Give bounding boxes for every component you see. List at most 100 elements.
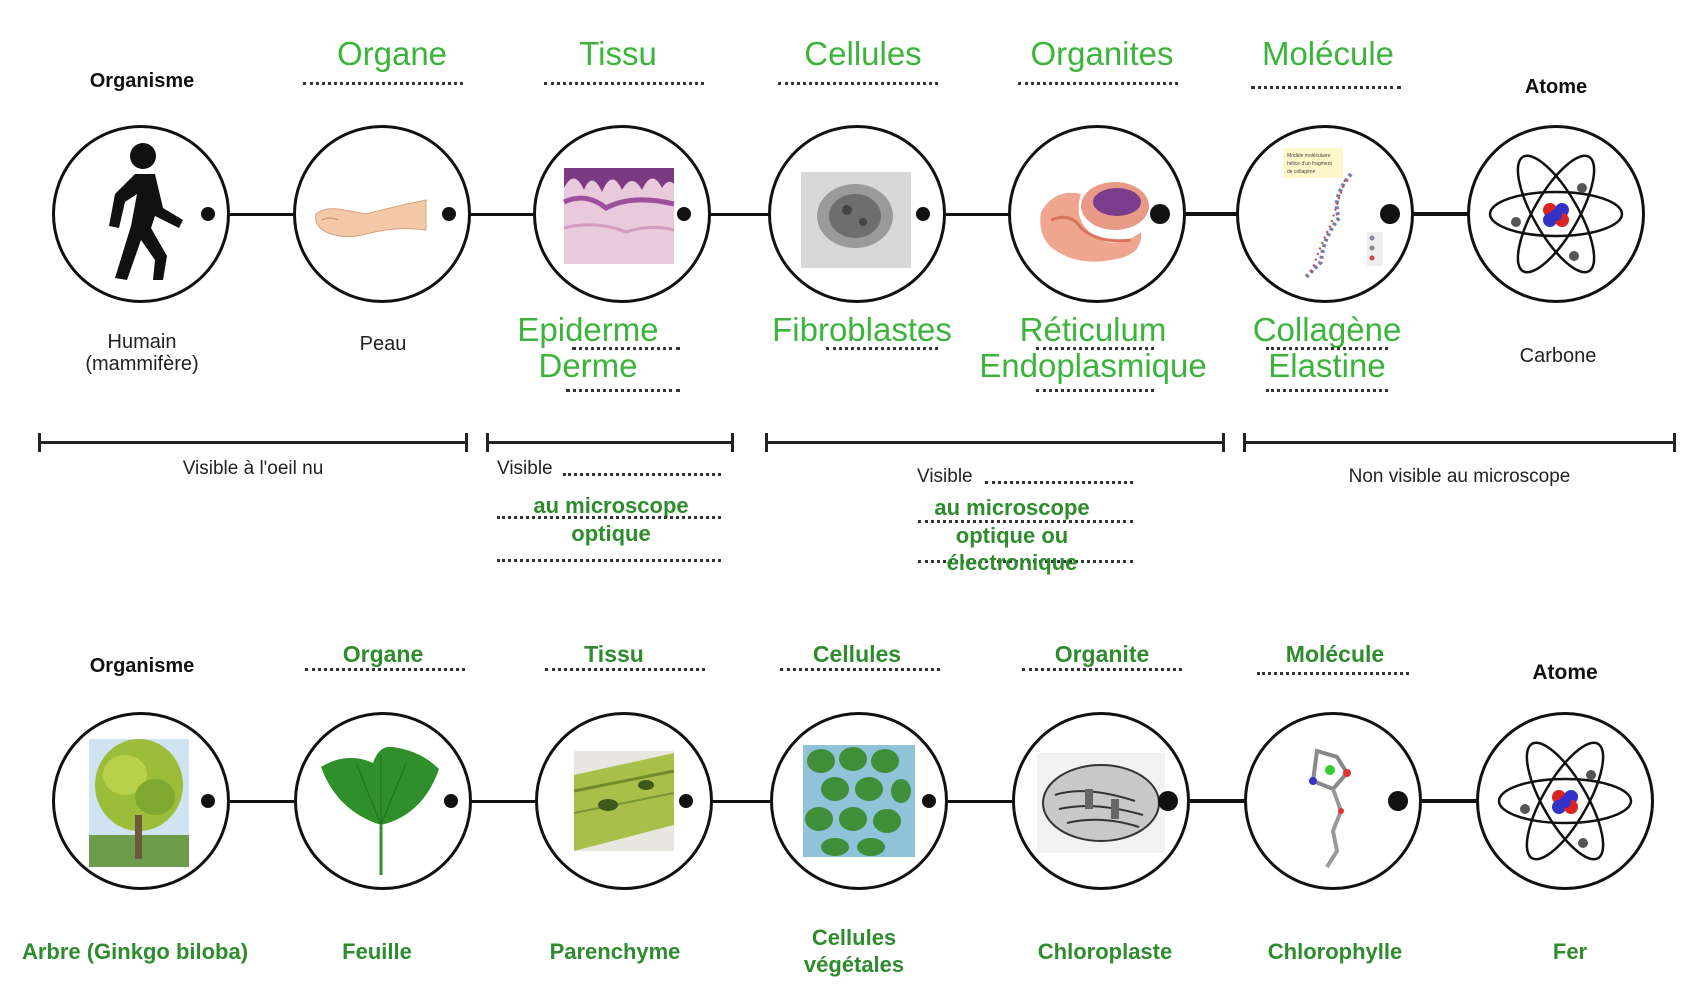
collagen-caption-line2: hélice d'un fragment [1287,161,1332,167]
parenchyma-micrograph-icon [573,751,675,851]
ginkgo-leaf-icon [321,746,439,875]
row1-label-organites-line1: Réticulum [1019,311,1167,348]
row2-connector-4 [928,800,1018,803]
row2-label-organite: Chloroplaste [1037,939,1173,964]
row2-header-organisme: Organisme [89,655,195,677]
row2-header-organite: Organite [1054,641,1150,667]
row2-label-molecule: Chlorophylle [1267,939,1403,964]
scale-naked-eye: Visible à l'oeil nu [182,458,324,479]
scale-electron-prefix: Visible [917,466,973,487]
scale-electron-fill-line3: électronique [946,550,1078,575]
row1-header-organe: Organe [336,35,448,72]
tissue-micrograph-icon [562,168,675,264]
scale-electron-fill-line2: optique ou [955,523,1069,548]
chloroplast-icon [1037,753,1165,853]
row1-header-cellules: Cellules [804,35,922,72]
row1-blank-tissu-label1 [572,347,680,350]
row2-label-cellules-line2: végétales [803,952,905,977]
row1-label-organites-line2: Endoplasmique [979,347,1207,384]
row1-dot-4 [916,207,930,221]
scale-electron-blank1 [985,481,1133,484]
row1-label-tissu-line1: Epiderme [517,311,659,348]
row2-label-organisme: Arbre (Ginkgo biloba) [21,939,249,964]
row1-blank-tissu-label2 [566,389,680,392]
row2-dot-6 [1388,791,1408,811]
row1-blank-tissu [544,82,704,85]
row2-connector-6 [1398,799,1480,803]
atom-icon [1488,154,1624,274]
row2-connector-5 [1168,799,1250,803]
walking-person-icon [109,143,183,280]
row1-dot-1 [201,207,215,221]
row2-blank-organe [305,668,465,671]
row2-header-atome: Atome [1532,661,1598,684]
row2-blank-cellules [780,668,940,671]
row2-circle-cellules [770,712,948,890]
row2-header-organe: Organe [342,641,424,667]
row1-blank-molecule-label2 [1266,389,1388,392]
row1-blank-cellules-label [826,347,938,350]
row1-header-atome: Atome [1524,76,1588,98]
row2-connector-3 [685,800,775,803]
scale-electron-fill-line1: au microscope [934,495,1090,520]
row1-connector-1 [207,213,297,216]
row1-connector-4 [922,213,1012,216]
row1-dot-2 [442,207,456,221]
row2-header-molecule: Molécule [1285,641,1385,667]
scale-electron-blank3 [918,560,1133,563]
row1-label-organisme-line1: Humain [107,331,177,353]
scale-optical-blank1 [563,473,721,476]
scale-optical-fill-line1: au microscope [533,493,689,518]
row1-circle-organisme [52,125,230,303]
row1-header-organisme: Organisme [89,70,195,92]
row2-label-organe: Feuille [342,939,412,964]
row1-blank-organites-label2 [1036,389,1154,392]
row2-circle-atome [1476,712,1654,890]
row1-label-molecule-line2: Elastine [1268,347,1386,384]
scale-bracket-naked-eye [38,433,468,452]
scale-bracket-optical [486,433,734,452]
row2-connector-2 [450,800,540,803]
row1-circle-organe [293,125,471,303]
row1-label-cellules: Fibroblastes [772,311,952,348]
collagen-caption-line3: de collagène [1287,169,1316,175]
row1-blank-organites [1018,82,1178,85]
row2-label-tissu: Parenchyme [549,939,681,964]
row1-dot-5 [1150,204,1170,224]
row1-blank-organe [303,82,463,85]
row1-label-organe: Peau [359,333,407,355]
row1-connector-2 [448,213,538,216]
collagen-helix-icon: Modèle moléculaire hélice d'un fragment … [1283,148,1383,280]
row2-dot-2 [444,794,458,808]
scale-optical-fill-line2: optique [571,521,651,546]
row1-label-atome: Carbone [1519,345,1597,367]
ginkgo-tree-icon [89,739,189,867]
row1-dot-3 [677,207,691,221]
row2-dot-5 [1158,791,1178,811]
row1-connector-6 [1390,212,1472,216]
atom-icon [1497,741,1633,861]
row2-label-cellules-line1: Cellules [811,925,897,950]
arm-icon [315,199,427,238]
row2-circle-organisme [52,712,230,890]
row1-blank-molecule [1251,86,1401,89]
scale-bracket-not-visible [1243,433,1676,452]
row1-dot-6 [1380,204,1400,224]
row2-dot-1 [201,794,215,808]
row1-header-molecule: Molécule [1261,35,1395,72]
plant-cells-icon [803,745,915,857]
row2-label-atome: Fer [1552,939,1588,964]
row1-header-tissu: Tissu [579,35,657,72]
row2-connector-1 [207,800,297,803]
cell-micrograph-icon [801,172,911,268]
row1-connector-3 [683,213,773,216]
row1-blank-molecule-label1 [1266,347,1388,350]
scale-electron-blank2 [918,520,1133,523]
row2-blank-molecule [1257,672,1409,675]
row1-circle-molecule: Modèle moléculaire hélice d'un fragment … [1236,125,1414,303]
scale-optical-prefix: Visible [497,458,553,479]
endoplasmic-reticulum-icon [1040,182,1149,262]
row2-header-tissu: Tissu [584,641,644,667]
row1-label-molecule-line1: Collagène [1252,311,1402,348]
row2-blank-tissu [545,668,705,671]
